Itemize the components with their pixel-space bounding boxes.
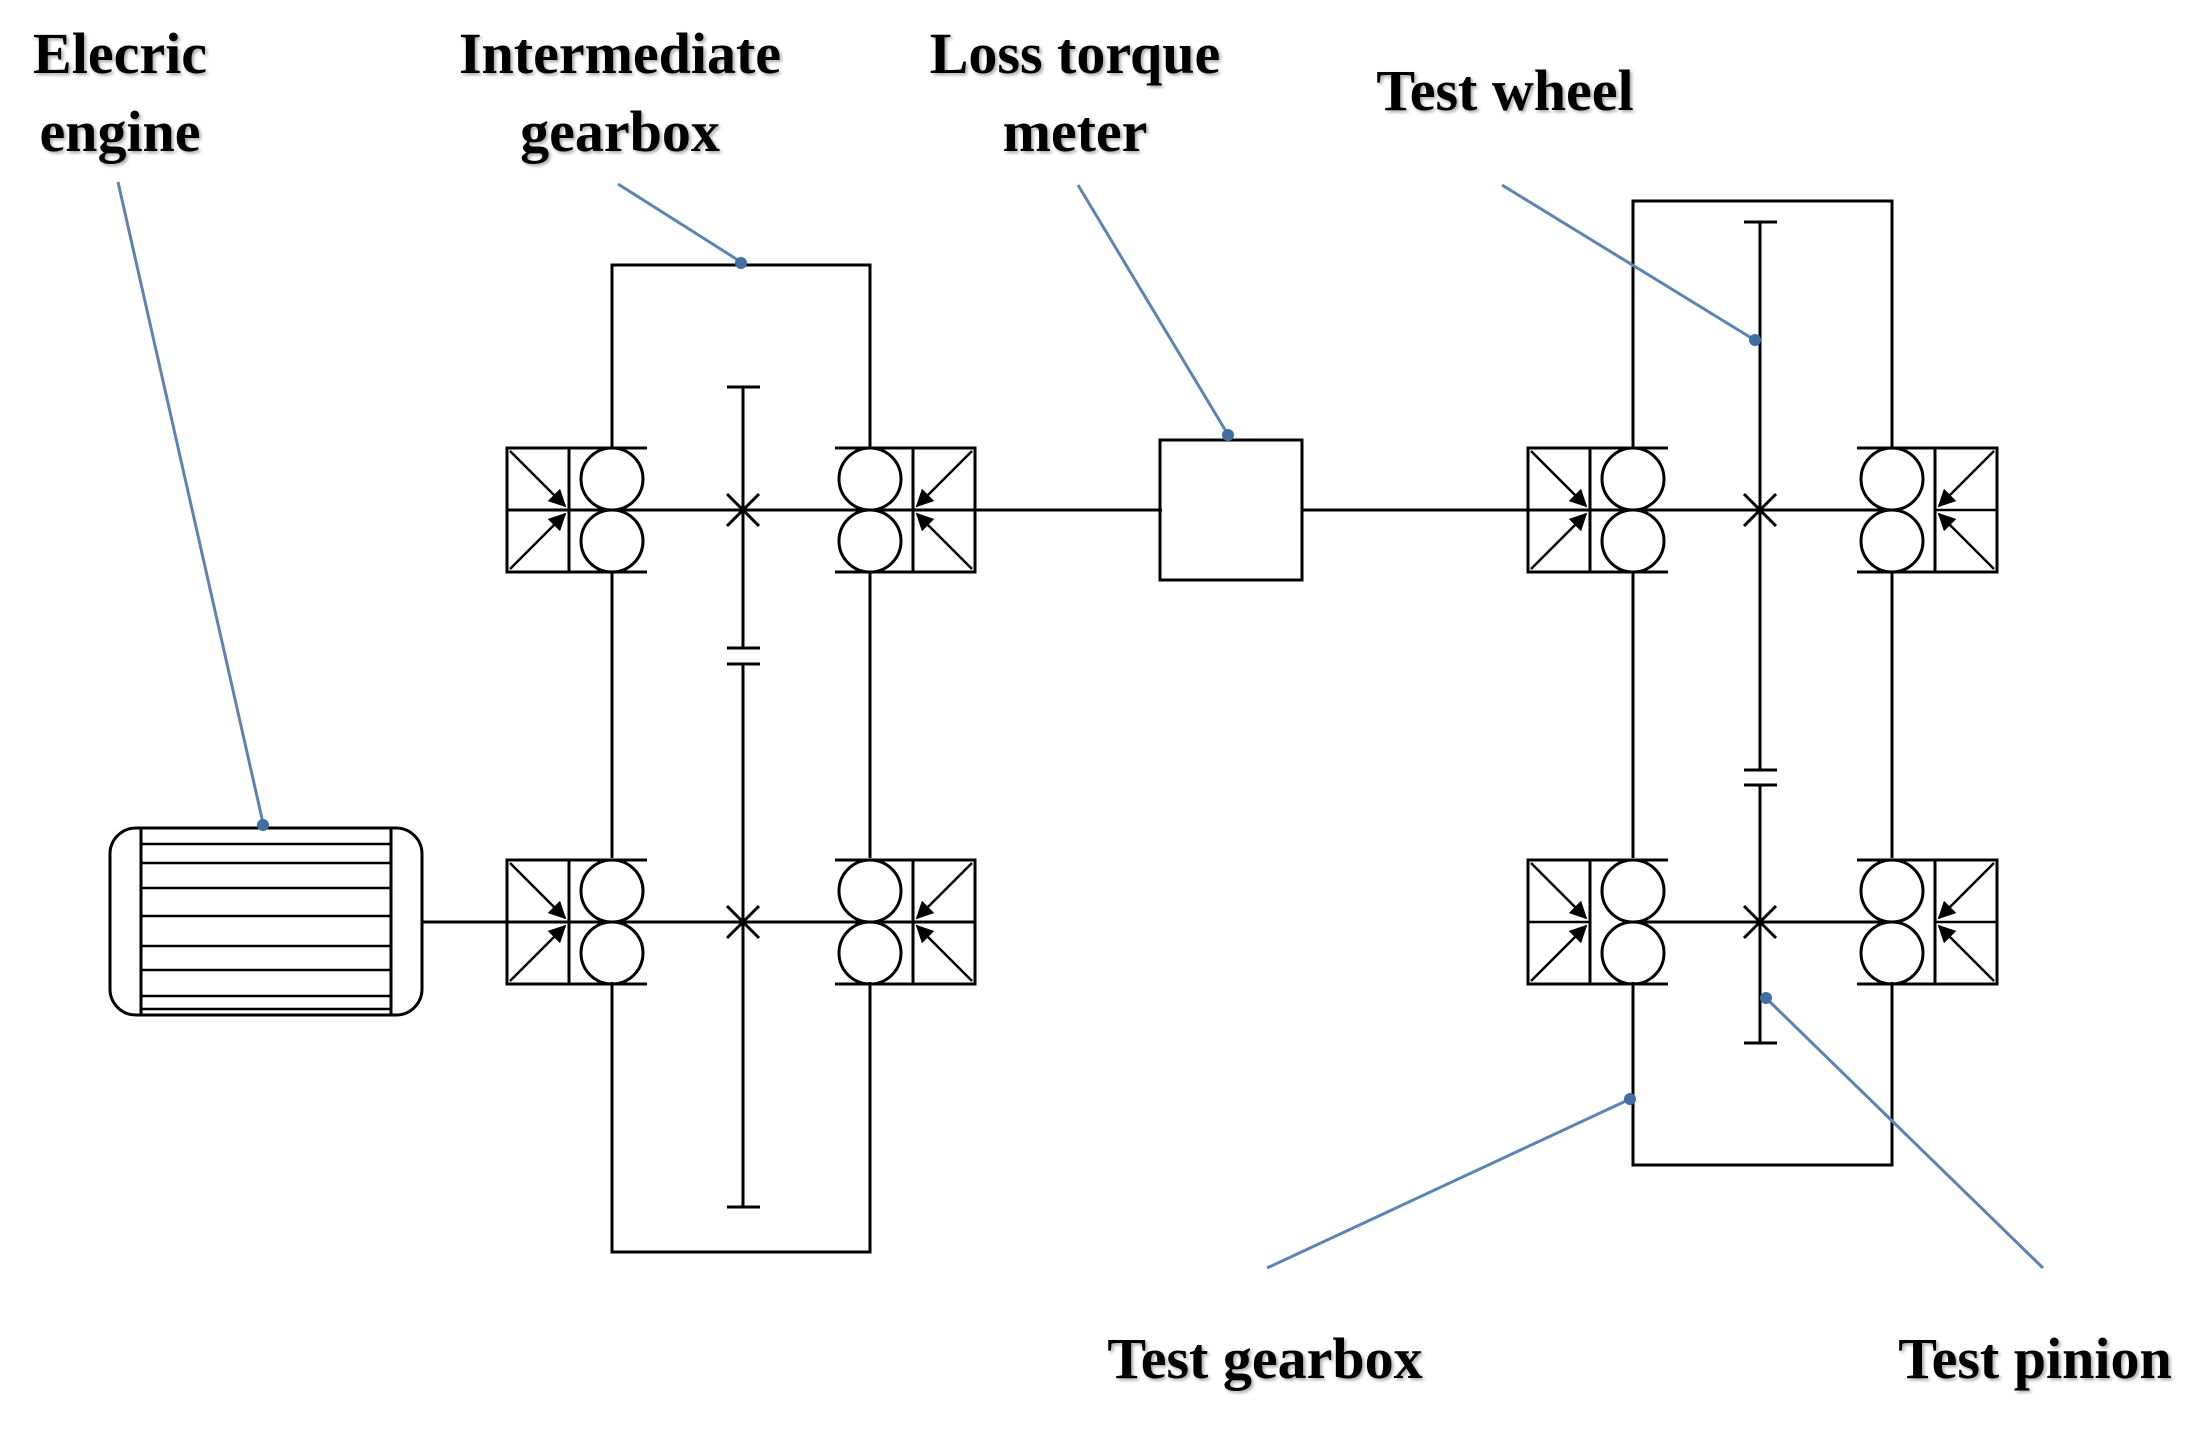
leader-test-wheel bbox=[1501, 183, 1754, 341]
leader-test-gearbox bbox=[1266, 1098, 1629, 1270]
label-intermediate-gearbox: Intermediate gearbox bbox=[458, 21, 782, 164]
leader-lines bbox=[116, 181, 2045, 1270]
label-electric-engine: Elecric engine bbox=[33, 21, 207, 164]
label-test-gearbox: Test gearbox bbox=[1107, 1326, 1423, 1391]
leader-test-pinion bbox=[1766, 998, 2045, 1270]
leader-dot-loss-torque-meter bbox=[1222, 429, 1234, 441]
electric-engine bbox=[108, 826, 424, 1017]
leader-loss-torque-meter bbox=[1076, 184, 1229, 434]
label-loss-torque-meter: Loss torque meter bbox=[929, 21, 1221, 164]
leader-electric-engine bbox=[116, 181, 265, 824]
intermediate-gearbox bbox=[422, 263, 1162, 1254]
test-gearbox bbox=[1528, 199, 1997, 1167]
label-test-pinion: Test pinion bbox=[1898, 1326, 2172, 1391]
label-test-wheel: Test wheel bbox=[1376, 58, 1634, 123]
leader-dot-intermediate-gearbox bbox=[735, 257, 747, 269]
leader-dot-electric-engine bbox=[257, 819, 269, 831]
leader-dot-test-wheel bbox=[1749, 334, 1761, 346]
leader-intermediate-gearbox bbox=[617, 182, 742, 264]
leader-dot-test-gearbox bbox=[1624, 1093, 1636, 1105]
leader-dot-test-pinion bbox=[1760, 992, 1772, 1004]
